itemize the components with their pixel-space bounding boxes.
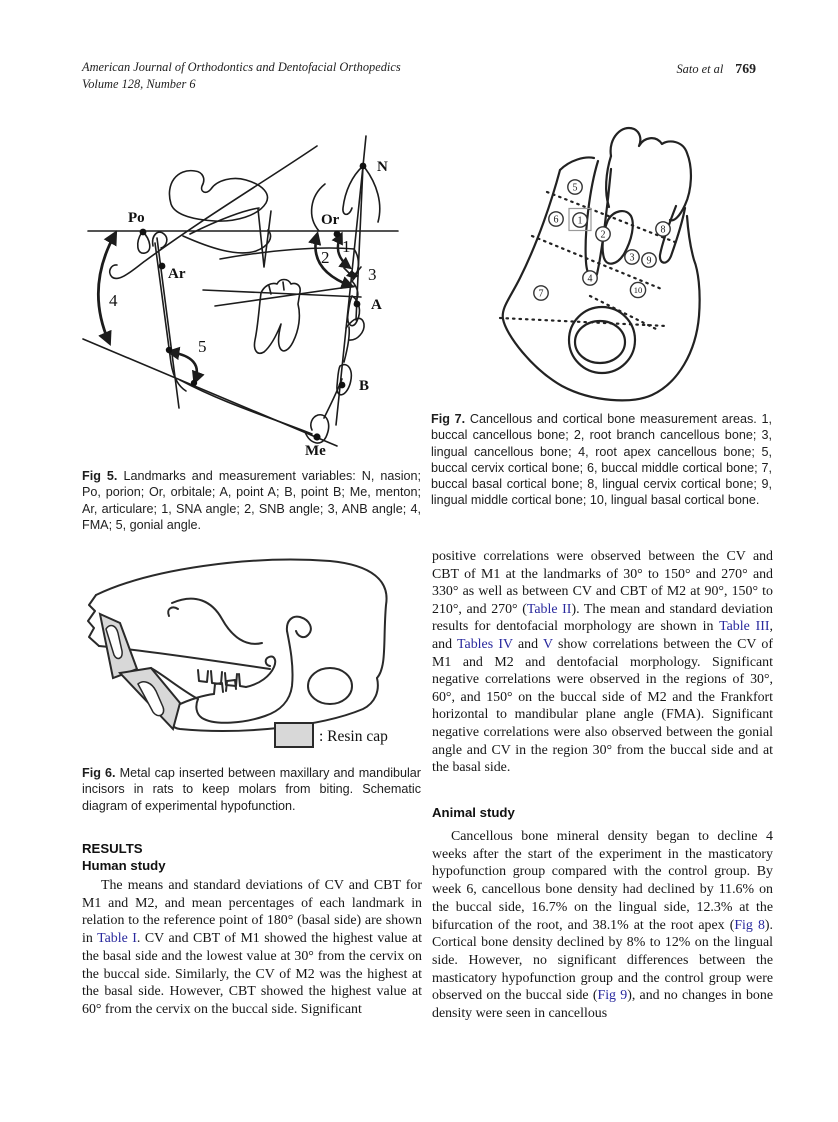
region-marker-5: 5 — [567, 179, 583, 195]
table1-link[interactable]: Table I — [97, 931, 137, 947]
region-marker-1: 1 — [572, 212, 588, 228]
landmark-dots — [139, 162, 367, 441]
svg-text:1: 1 — [578, 215, 583, 226]
fig6-caption-text: Metal cap inserted between maxillary and… — [82, 766, 421, 813]
svg-text:3: 3 — [630, 252, 635, 263]
cont-para-text-4: and — [512, 636, 544, 652]
cont-para-text-1: positive correlations were observed betw… — [432, 549, 773, 617]
human-study-heading: Human study — [82, 858, 166, 873]
landmark-label-Po: Po — [128, 210, 145, 226]
authors-label: Sato et al — [676, 62, 724, 76]
journal-title: American Journal of Orthodontics and Den… — [82, 60, 401, 74]
animal-para-text-2: ). Cortical bone density declined by 8% … — [432, 917, 773, 1004]
animal-para-text-3: ), and no changes in bone density were s… — [432, 988, 773, 1022]
human-para-text-2: . CV and CBT of M1 showed the highest va… — [82, 931, 423, 1017]
fig7-caption-label: Fig 7. — [431, 412, 466, 426]
animal-study-paragraph: Cancellous bone mineral density began to… — [432, 828, 773, 1023]
results-heading: RESULTS — [82, 841, 143, 856]
resin-cap-swatch — [274, 722, 314, 748]
fig6-caption: Fig 6. Metal cap inserted between maxill… — [82, 765, 421, 814]
resin-caps — [98, 612, 182, 731]
fig5-cephalometric-tracing: N Po Or Ar A B Me 1 2 3 4 5 — [82, 135, 399, 459]
table2-link[interactable]: Table II — [526, 601, 572, 617]
skull-outlines — [87, 558, 388, 732]
resin-cap-legend-label: : Resin cap — [319, 728, 388, 745]
landmark-label-Me: Me — [305, 443, 326, 459]
table3-link[interactable]: Table III — [719, 619, 770, 635]
landmark-label-Ar: Ar — [168, 266, 186, 282]
svg-text:6: 6 — [554, 214, 559, 225]
fig9-link[interactable]: Fig 9 — [597, 988, 628, 1004]
svg-text:9: 9 — [647, 255, 652, 266]
table4-link[interactable]: Tables IV — [457, 636, 513, 652]
region-marker-2: 2 — [595, 226, 611, 242]
human-para-text-1: The means and standard deviations of CV … — [82, 878, 422, 947]
region-marker-7: 7 — [533, 285, 549, 301]
fig5-caption-text: Landmarks and measurement variables: N, … — [82, 469, 421, 532]
svg-text:10: 10 — [634, 285, 643, 295]
resin-cap-legend: : Resin cap — [274, 722, 388, 748]
page-number: 769 — [735, 61, 756, 76]
angle-label-2: 2 — [321, 248, 330, 267]
fig7-caption-text: Cancellous and cortical bone measurement… — [431, 412, 772, 508]
region-markers: 1 2 3 4 5 6 7 8 9 10 — [533, 179, 671, 301]
cont-para-text-2: ). The mean and standard deviation resul… — [432, 601, 773, 635]
angle-label-1: 1 — [342, 237, 351, 256]
fig6-rat-skull-schematic: : Resin cap — [87, 558, 388, 748]
upper-incisor — [105, 624, 123, 660]
fig5-caption-label: Fig 5. — [82, 469, 118, 483]
region-marker-10: 10 — [629, 281, 647, 299]
landmark-label-Or: Or — [321, 212, 340, 228]
svg-text:5: 5 — [573, 182, 578, 193]
fig8-link[interactable]: Fig 8 — [734, 917, 765, 933]
region-marker-6: 6 — [548, 211, 564, 227]
angle-label-5: 5 — [198, 337, 207, 356]
journal-header: American Journal of Orthodontics and Den… — [82, 59, 512, 92]
animal-study-heading: Animal study — [432, 805, 515, 820]
cont-para-text-5: show correlations between the CV of M1 a… — [432, 636, 773, 776]
fig5-caption: Fig 5. Landmarks and measurement variabl… — [82, 468, 421, 533]
region-divider-dotted-lines — [498, 190, 682, 331]
region-marker-8: 8 — [655, 221, 671, 237]
fig7-bone-measurement-diagram: 1 2 3 4 5 6 7 8 9 10 — [498, 126, 701, 402]
lower-incisor — [137, 681, 165, 717]
journal-volume: Volume 128, Number 6 — [82, 76, 196, 91]
svg-text:8: 8 — [661, 224, 666, 235]
continuation-paragraph: positive correlations were observed betw… — [432, 548, 773, 777]
region-marker-3: 3 — [624, 249, 640, 265]
landmark-label-N: N — [377, 159, 388, 175]
fig7-caption: Fig 7. Cancellous and cortical bone meas… — [431, 411, 772, 509]
svg-text:2: 2 — [601, 229, 606, 240]
svg-text:4: 4 — [588, 273, 593, 284]
animal-para-text-1: Cancellous bone mineral density began to… — [432, 829, 773, 933]
landmark-label-A: A — [371, 297, 382, 313]
region-marker-4: 4 — [582, 270, 598, 286]
angle-label-3: 3 — [368, 265, 377, 284]
fig6-caption-label: Fig 6. — [82, 766, 116, 780]
table5-link[interactable]: V — [543, 636, 553, 652]
tooth-outlines — [501, 126, 701, 402]
angle-label-4: 4 — [109, 291, 118, 310]
region-1-highlight-box — [568, 207, 592, 232]
cont-para-text-3: , and — [432, 619, 773, 652]
running-head: Sato et al 769 — [540, 61, 756, 77]
svg-text:7: 7 — [539, 288, 544, 299]
landmark-label-B: B — [359, 378, 369, 394]
human-study-paragraph: The means and standard deviations of CV … — [82, 877, 422, 1019]
angle-arrows — [96, 230, 362, 385]
region-marker-9: 9 — [641, 252, 657, 268]
tracing-lines — [82, 135, 399, 447]
